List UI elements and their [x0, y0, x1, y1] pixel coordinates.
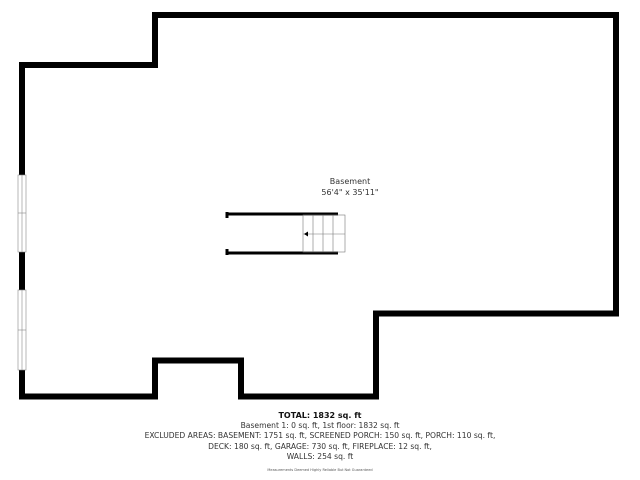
area-summary: TOTAL: 1832 sq. ft Basement 1: 0 sq. ft,…	[0, 411, 640, 474]
staircase	[225, 212, 346, 255]
exterior-walls	[19, 12, 619, 400]
room-dimensions: 56'4" x 35'11"	[321, 188, 379, 197]
disclaimer: Measurements Deemed Highly Reliable But …	[267, 468, 373, 473]
room-label-basement: Basement 56'4" x 35'11"	[300, 176, 400, 198]
room-name: Basement	[329, 177, 371, 186]
stair-arrow-icon	[304, 231, 308, 237]
excluded-areas-1: EXCLUDED AREAS: BASEMENT: 1751 sq. ft, S…	[144, 431, 496, 441]
window-upper	[17, 174, 27, 253]
excluded-areas-2: DECK: 180 sq. ft, GARAGE: 730 sq. ft, FI…	[208, 441, 432, 451]
walls-area: WALLS: 254 sq. ft	[286, 451, 354, 461]
window-lower	[17, 289, 27, 371]
floor-areas: Basement 1: 0 sq. ft, 1st floor: 1832 sq…	[240, 421, 400, 431]
total-area: TOTAL: 1832 sq. ft	[278, 411, 362, 420]
